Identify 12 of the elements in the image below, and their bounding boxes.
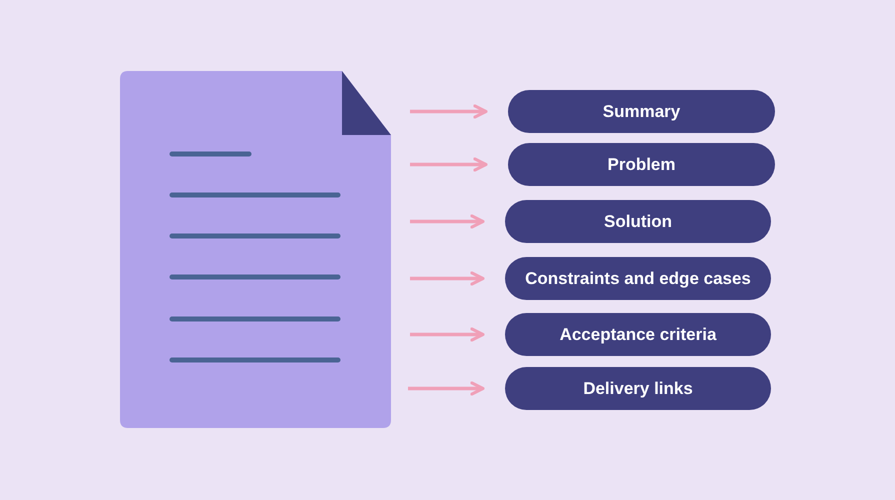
arrow	[410, 104, 488, 119]
section-pill: Solution	[505, 200, 771, 243]
arrow	[410, 327, 485, 342]
section-pill: Delivery links	[505, 367, 771, 410]
section-pill: Summary	[508, 90, 775, 133]
section-pill: Problem	[508, 143, 775, 186]
arrow	[410, 271, 485, 286]
arrow	[410, 157, 488, 172]
section-pill: Acceptance criteria	[505, 313, 771, 356]
section-pill: Constraints and edge cases	[505, 257, 771, 300]
arrow	[408, 381, 485, 396]
arrow	[410, 214, 485, 229]
